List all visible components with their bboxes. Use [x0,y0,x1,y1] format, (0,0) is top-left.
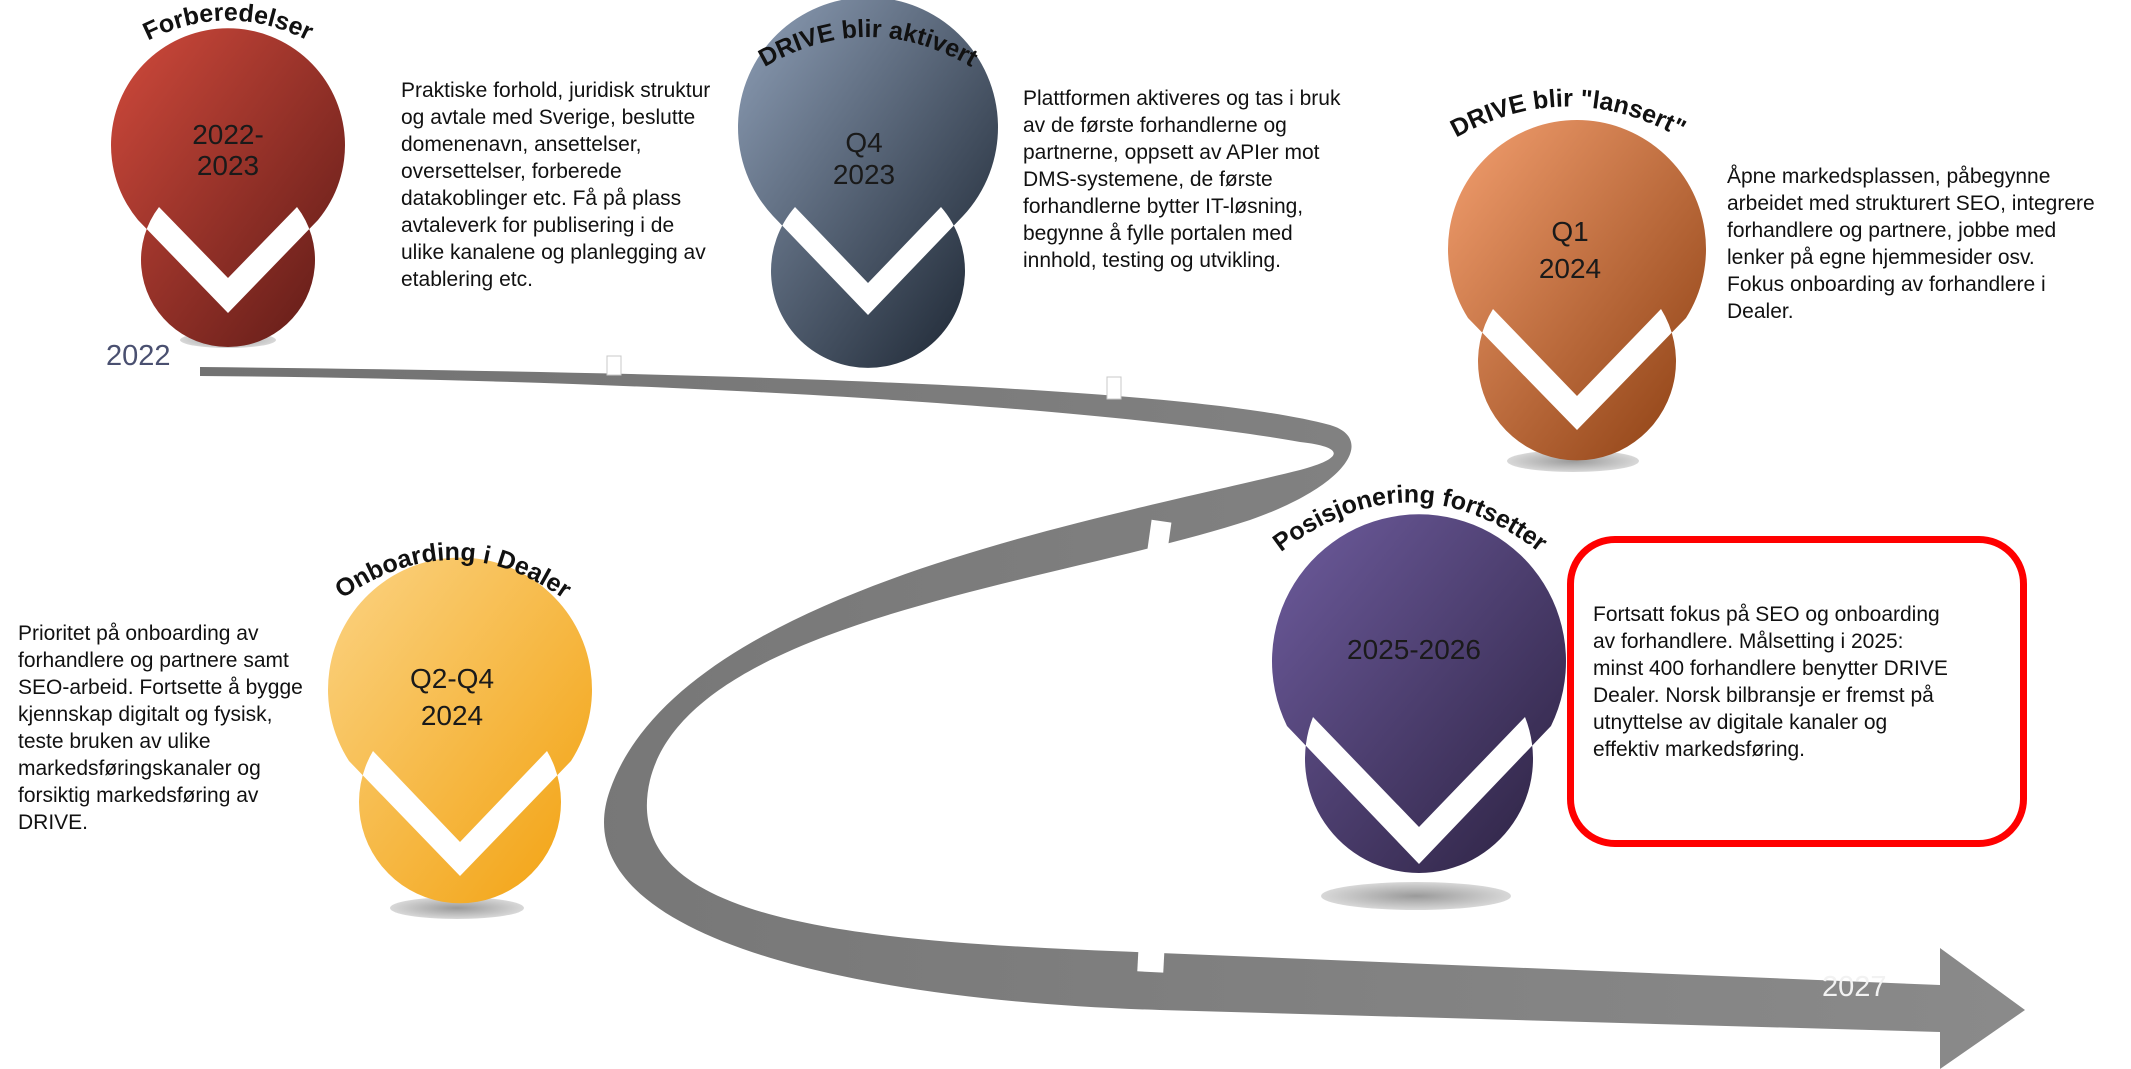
milestone-period-line1: Q4 [845,127,882,158]
pin-drive-lansert: DRIVE blir "lansert" Q1 2024 [1446,84,1706,461]
map-pin-icon [1447,120,1706,461]
milestone-period-line2: 2023 [833,159,895,190]
pin-onboarding-dealer: Onboarding i Dealer Q2-Q4 2024 [328,538,592,904]
milestone-description-posisjonering: Fortsatt fokus på SEO og onboarding av f… [1593,603,1948,761]
milestone-period-line2: 2024 [1539,253,1601,284]
end-year-label: 2027 [1822,971,1887,1003]
milestone-description-onboarding-dealer: Prioritet på onboarding av forhandlere o… [18,622,303,834]
start-year-label: 2022 [106,340,171,372]
milestone-description-drive-lansert: Åpne markedsplassen, påbegynne arbeidet … [1727,165,2095,323]
milestone-description-forberedelser: Praktiske forhold, juridisk struktur og … [401,79,711,291]
pin-drive-aktivert: DRIVE blir aktivert Q4 2023 [738,0,998,368]
road-surface [200,367,2025,1069]
timeline-road [200,355,2025,1069]
map-pin-icon [111,28,346,347]
highlight-box [1567,536,2027,847]
pin-forberedelser: Forberedelser 2022- 2023 [111,0,346,347]
milestone-period-line2: 2024 [421,700,483,731]
map-pin-icon [738,0,998,368]
milestone-description-drive-aktivert: Plattformen aktiveres og tas i bruk av d… [1023,87,1341,272]
map-pin-icon [1272,514,1566,873]
milestone-period-line2: 2023 [197,150,259,181]
milestone-period-line1: 2025-2026 [1347,634,1481,665]
pin-shadow [1321,882,1511,910]
pin-shadow [390,897,524,919]
lane-marker [1146,519,1172,560]
lane-marker [1106,376,1122,400]
pin-posisjonering: Posisjonering fortsetter 2025-2026 [1268,480,1566,873]
milestone-period-line1: 2022- [192,119,264,150]
lane-marker [606,355,622,376]
map-pin-icon [328,557,592,904]
milestone-period-line1: Q2-Q4 [410,663,494,694]
milestone-period-line1: Q1 [1551,216,1588,247]
lane-marker [1137,905,1167,973]
